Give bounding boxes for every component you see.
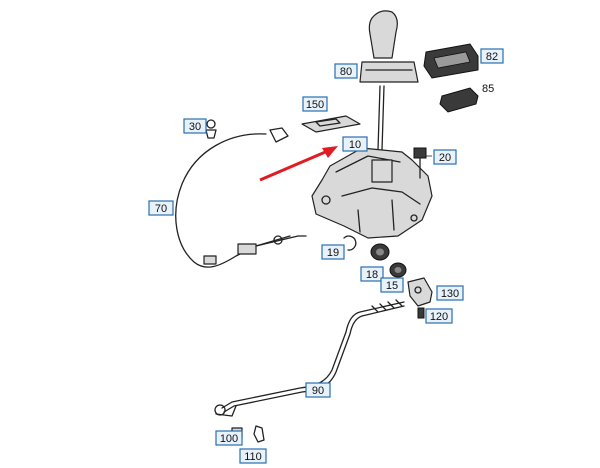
shift-cable bbox=[175, 127, 307, 268]
callout-10: 10 bbox=[342, 136, 368, 152]
callout-box-18 bbox=[360, 266, 384, 282]
screw-120 bbox=[417, 307, 425, 319]
circlip-19 bbox=[343, 235, 357, 251]
callout-box-90 bbox=[305, 382, 331, 398]
callout-label-90: 90 bbox=[312, 385, 324, 397]
callout-20: 20 bbox=[433, 149, 457, 165]
gasket-plate bbox=[301, 115, 361, 133]
callout-label-70: 70 bbox=[155, 203, 167, 215]
callout-label-100: 100 bbox=[220, 433, 238, 445]
bushing-18 bbox=[370, 243, 390, 261]
callout-label-18: 18 bbox=[366, 269, 378, 281]
callout-box-30 bbox=[183, 118, 207, 134]
callout-label-10: 10 bbox=[349, 139, 361, 151]
callout-120: 120 bbox=[425, 308, 453, 324]
callout-box-15 bbox=[380, 277, 404, 293]
callout-18: 18 bbox=[360, 266, 384, 282]
callout-80: 80 bbox=[334, 63, 358, 79]
callout-82: 82 bbox=[480, 48, 504, 64]
callout-110: 110 bbox=[239, 448, 267, 464]
callout-label-30: 30 bbox=[189, 121, 201, 133]
highlight-arrow bbox=[259, 146, 338, 182]
callout-label-19: 19 bbox=[327, 247, 339, 259]
callout-label-15: 15 bbox=[386, 280, 398, 292]
callout-label-120: 120 bbox=[430, 311, 448, 323]
bushing-15 bbox=[389, 262, 407, 278]
callout-85: 85 bbox=[482, 83, 494, 95]
shift-lever-rod bbox=[377, 85, 385, 151]
callout-15: 15 bbox=[380, 277, 404, 293]
callout-box-10 bbox=[342, 136, 368, 152]
callout-90: 90 bbox=[305, 382, 331, 398]
callout-box-19 bbox=[321, 244, 345, 260]
callout-label-80: 80 bbox=[340, 66, 352, 78]
small-cover bbox=[439, 87, 479, 113]
callout-label-85: 85 bbox=[482, 83, 494, 95]
bolt-20 bbox=[413, 147, 432, 179]
shift-knob bbox=[359, 10, 419, 83]
callout-label-150: 150 bbox=[306, 99, 324, 111]
callout-19: 19 bbox=[321, 244, 345, 260]
callout-box-20 bbox=[433, 149, 457, 165]
callout-box-110 bbox=[239, 448, 267, 464]
callout-box-150 bbox=[302, 96, 328, 112]
clip-30 bbox=[205, 119, 217, 139]
callout-150: 150 bbox=[302, 96, 328, 112]
callout-130: 130 bbox=[436, 285, 464, 301]
callout-box-82 bbox=[480, 48, 504, 64]
bracket-130 bbox=[407, 277, 433, 307]
callout-box-80 bbox=[334, 63, 358, 79]
shifter-housing bbox=[311, 147, 433, 239]
callout-label-20: 20 bbox=[439, 152, 451, 164]
callout-box-120 bbox=[425, 308, 453, 324]
callout-box-70 bbox=[148, 200, 174, 216]
trim-frame bbox=[423, 43, 479, 79]
callout-label-130: 130 bbox=[441, 288, 459, 300]
linkage-rod bbox=[214, 299, 405, 417]
callout-label-82: 82 bbox=[486, 51, 498, 63]
callout-70: 70 bbox=[148, 200, 174, 216]
callout-box-130 bbox=[436, 285, 464, 301]
callout-100: 100 bbox=[215, 430, 243, 446]
callout-label-110: 110 bbox=[244, 451, 262, 463]
callout-box-100 bbox=[215, 430, 243, 446]
callout-30: 30 bbox=[183, 118, 207, 134]
clip-110 bbox=[253, 425, 265, 443]
